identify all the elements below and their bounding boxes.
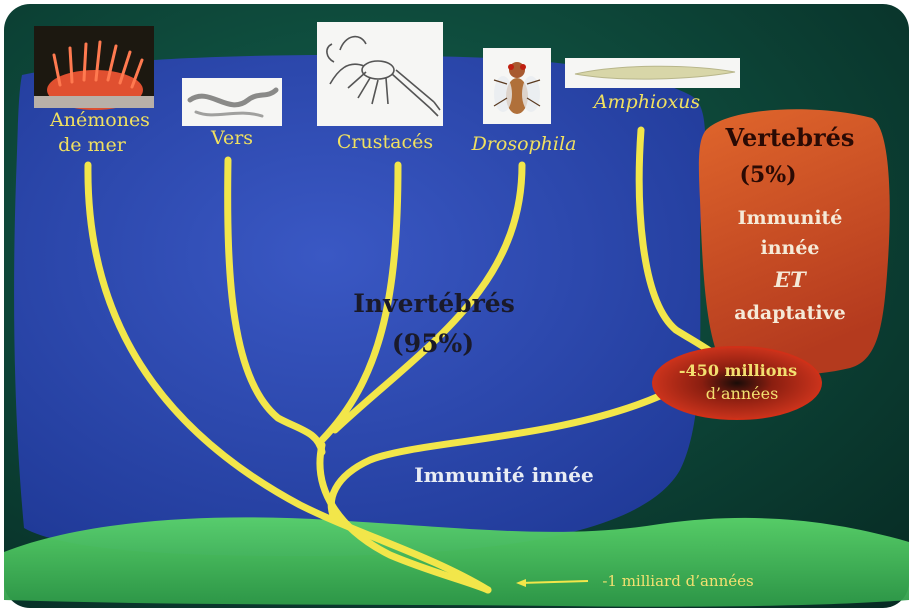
time-marker-450 — [653, 347, 821, 419]
vertebrates-immunity-1: Immunité — [738, 207, 843, 229]
time-billion-label: -1 milliard d’années — [602, 572, 753, 590]
invertebrates-percent: (95%) — [392, 329, 474, 358]
label-amphioxus: Amphioxus — [592, 91, 701, 113]
label-crustaces: Crustacés — [337, 131, 433, 153]
vertebrates-immunity-2: innée — [760, 237, 819, 259]
time-450-line2: d’années — [706, 384, 779, 403]
label-anemones-2: de mer — [58, 134, 127, 156]
label-drosophila: Drosophila — [471, 133, 577, 155]
vertebrates-immunity-4: adaptative — [734, 302, 845, 324]
amphioxus-illustration — [565, 58, 740, 88]
drosophila-illustration — [483, 48, 551, 124]
innate-immunity-label: Immunité innée — [414, 463, 593, 487]
vertebrates-title: Vertebrés — [725, 123, 855, 152]
worm-illustration — [182, 78, 282, 126]
vertebrates-immunity-3: ET — [773, 267, 807, 292]
time-450-line1: -450 millions — [679, 361, 797, 380]
ground-band — [4, 517, 909, 606]
label-vers: Vers — [210, 127, 253, 149]
crustacean-illustration — [317, 22, 443, 126]
vertebrates-percent: (5%) — [739, 162, 796, 188]
label-anemones-1: Anémones — [49, 109, 150, 131]
invertebrates-title: Invertébrés — [353, 289, 515, 318]
anemone-photo — [34, 26, 154, 110]
